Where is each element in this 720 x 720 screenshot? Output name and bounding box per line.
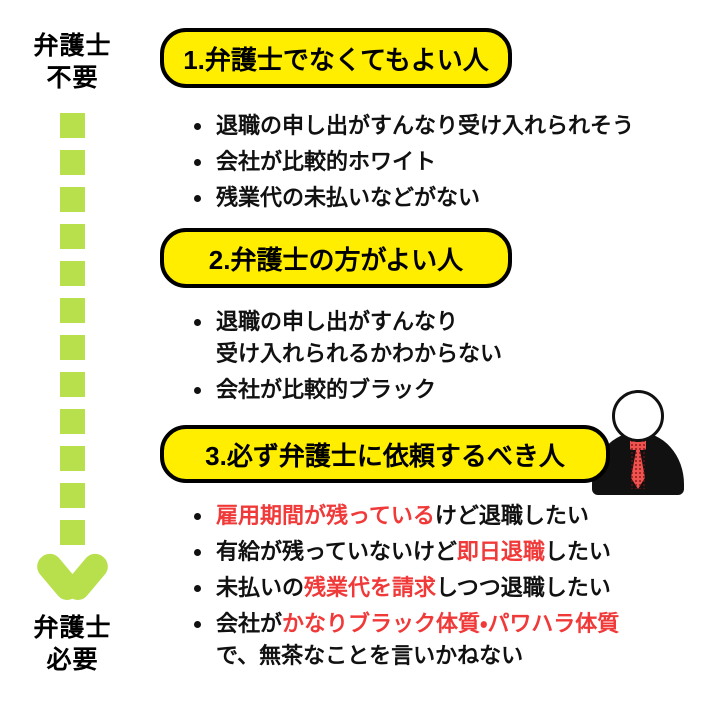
section-2-heading-text: 2.弁護士の方がよい人 bbox=[208, 244, 464, 275]
gauge-square bbox=[60, 446, 85, 471]
highlighted-text: 雇用期間が残っている bbox=[216, 503, 435, 528]
gauge-square bbox=[60, 187, 85, 212]
bullet-item: 有給が残っていないけど即日退職したい bbox=[188, 536, 619, 568]
gauge-top-label: 弁護士 不要 bbox=[0, 30, 145, 94]
bullet-item: 退職の申し出がすんなり受け入れられるかわからない bbox=[188, 306, 502, 370]
bullet-item: 会社が比較的ホワイト bbox=[188, 146, 634, 178]
gauge-square bbox=[60, 113, 85, 138]
bullet-text: けど退職したい bbox=[434, 503, 589, 528]
gauge-square bbox=[60, 224, 85, 249]
section-3-heading-pill: 3.必ず弁護士に依頼するべき人 bbox=[160, 425, 610, 483]
bullet-text: 退職の申し出がすんなり bbox=[216, 309, 459, 334]
gauge-square bbox=[60, 372, 85, 397]
white-circle-head bbox=[612, 390, 664, 442]
bullet-text: したい bbox=[544, 539, 611, 564]
section-1-heading-pill: 1.弁護士でなくてもよい人 bbox=[160, 28, 512, 88]
gauge-square bbox=[60, 335, 85, 360]
bullet-text: しつつ退職したい bbox=[436, 575, 611, 600]
section-2-bullet-list: 退職の申し出がすんなり受け入れられるかわからない会社が比較的ブラック bbox=[188, 306, 502, 410]
gauge-bottom-label-line2: 必要 bbox=[46, 646, 99, 674]
bullet-text: 有給が残っていないけど bbox=[216, 539, 457, 564]
gauge-square bbox=[60, 150, 85, 175]
section-3-bullet-list: 雇用期間が残っているけど退職したい有給が残っていないけど即日退職したい未払いの残… bbox=[188, 500, 619, 676]
gauge-square-column bbox=[0, 0, 145, 720]
bullet-item: 雇用期間が残っているけど退職したい bbox=[188, 500, 619, 532]
bullet-item: 会社が比較的ブラック bbox=[188, 374, 502, 406]
bullet-item: 会社がかなりブラック体質・パワハラ体質で、無茶なことを言いかねない bbox=[188, 608, 619, 672]
highlighted-text: 即日退職 bbox=[456, 539, 545, 564]
bullet-text: 会社が bbox=[216, 611, 283, 636]
section-1-heading-text: 1.弁護士でなくてもよい人 bbox=[183, 44, 489, 75]
bullet-text: 会社が比較的ブラック bbox=[216, 377, 437, 402]
section-2-heading-pill: 2.弁護士の方がよい人 bbox=[160, 228, 512, 288]
lawyer-necessity-gauge: 弁護士 不要 弁護士 必要 bbox=[0, 0, 145, 720]
gauge-square bbox=[60, 520, 85, 545]
gauge-square bbox=[60, 261, 85, 286]
chevron-down-arrow-icon bbox=[30, 548, 115, 608]
bullet-text: 未払いの bbox=[216, 575, 305, 600]
bullet-item: 退職の申し出がすんなり受け入れられそう bbox=[188, 110, 634, 142]
highlighted-text: かなりブラック体質・パワハラ体質 bbox=[282, 611, 620, 636]
bullet-item: 未払いの残業代を請求しつつ退職したい bbox=[188, 572, 619, 604]
gauge-top-label-line1: 弁護士 bbox=[33, 32, 112, 60]
bullet-item: 残業代の未払いなどがない bbox=[188, 182, 634, 214]
gauge-square bbox=[60, 483, 85, 508]
bullet-text: 退職の申し出がすんなり受け入れられそう bbox=[216, 113, 635, 138]
gauge-square bbox=[60, 409, 85, 434]
bullet-text: で、無茶なことを言いかねない bbox=[216, 643, 524, 668]
section-1-bullet-list: 退職の申し出がすんなり受け入れられそう会社が比較的ホワイト残業代の未払いなどがな… bbox=[188, 110, 634, 218]
bullet-text: 受け入れられるかわからない bbox=[216, 341, 503, 366]
gauge-top-label-line2: 不要 bbox=[46, 64, 99, 92]
gauge-bottom-label-line1: 弁護士 bbox=[33, 614, 112, 642]
bullet-text: 会社が比較的ホワイト bbox=[216, 149, 437, 174]
gauge-square bbox=[60, 298, 85, 323]
section-3-heading-text: 3.必ず弁護士に依頼するべき人 bbox=[205, 440, 565, 471]
bullet-text: 残業代の未払いなどがない bbox=[216, 185, 481, 210]
gauge-bottom-label: 弁護士 必要 bbox=[0, 612, 145, 676]
highlighted-text: 残業代を請求 bbox=[304, 575, 437, 600]
